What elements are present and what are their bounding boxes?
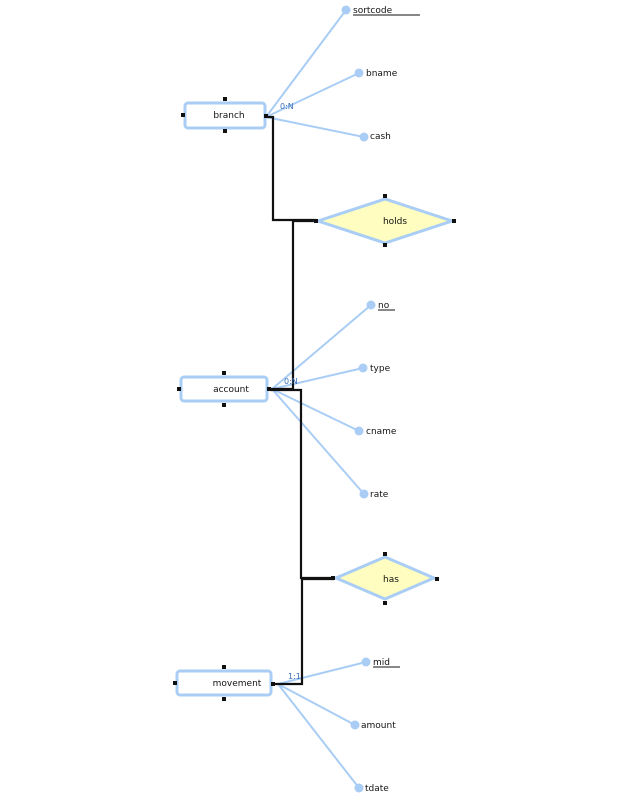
account-handle-right[interactable] [267,387,271,391]
entity-branch[interactable]: branch [181,97,268,133]
account-attr-dot-type[interactable] [358,363,368,373]
account-attr-dot-cname[interactable] [354,426,364,436]
account-attr-line-type [271,367,364,390]
account-attr-line-no [271,304,372,390]
relationship-has-diamond[interactable] [332,555,438,601]
relationship-holds[interactable]: holds [313,194,457,247]
relationship-links [266,115,334,686]
holds-handle-bottom[interactable] [383,243,387,247]
relationship-has[interactable]: has [331,552,439,605]
entity-branch-label: branch [213,111,244,121]
branch-cardinality: 0:N [280,102,294,111]
account-attr-no: no [378,301,390,311]
movement-attr-dot-tdate[interactable] [354,783,364,793]
movement-handle-top[interactable] [222,665,226,669]
branch-handle-bottom[interactable] [223,129,227,133]
relationship-holds-label: holds [383,217,407,227]
link-account-has[interactable] [270,388,333,580]
account-handle-top[interactable] [222,371,226,375]
has-handle-top[interactable] [383,552,387,556]
branch-attr-cash: cash [370,132,391,142]
account-cardinality: 0:N [284,377,298,386]
link-movement-has[interactable] [274,577,334,686]
movement-handle-left[interactable] [173,681,177,685]
movement-attr-tdate: tdate [365,784,389,794]
movement-attr-mid: mid [373,658,390,668]
movement-attr-line-amount [277,683,356,726]
account-handle-left[interactable] [177,387,181,391]
movement-attr-line-mid [277,661,367,685]
branch-handle-top[interactable] [223,97,227,101]
relationship-has-label: has [383,575,399,585]
link-branch-holds[interactable] [266,115,316,222]
holds-handle-top[interactable] [383,194,387,198]
movement-handle-right[interactable] [271,682,275,686]
branch-attr-line-sortcode [265,9,347,118]
branch-attr-sortcode: sortcode [353,6,393,16]
movement-cardinality: 1:1 [288,672,301,681]
branch-attributes: sortcode bname cash [265,5,420,142]
movement-handle-bottom[interactable] [222,697,226,701]
link-account-holds[interactable] [268,219,317,391]
movement-attr-dot-mid[interactable] [361,657,371,667]
branch-attr-line-bname [265,72,360,118]
branch-handle-right[interactable] [264,114,268,118]
entity-account-label: account [213,385,249,395]
movement-attr-line-tdate [277,683,360,789]
account-attributes: no type cname rate [271,300,397,500]
movement-attr-dot-amount[interactable] [350,720,360,730]
account-attr-line-cname [271,388,360,432]
entity-movement[interactable]: movement [173,665,275,701]
movement-attributes: mid amount tdate [277,657,400,794]
branch-attr-line-cash [265,116,365,138]
holds-handle-right[interactable] [452,219,456,223]
account-handle-bottom[interactable] [222,403,226,407]
has-handle-left[interactable] [331,576,335,580]
entity-account[interactable]: account [177,371,271,407]
account-attr-line-rate [271,388,365,495]
entity-movement-label: movement [213,679,262,689]
branch-attr-dot-sortcode[interactable] [341,5,351,15]
branch-handle-left[interactable] [181,113,185,117]
account-attr-dot-rate[interactable] [359,489,369,499]
holds-handle-left[interactable] [314,219,318,223]
branch-attr-bname: bname [366,69,398,79]
branch-attr-dot-bname[interactable] [354,68,364,78]
movement-attr-amount: amount [361,721,396,731]
account-attr-rate: rate [370,490,389,500]
account-attr-cname: cname [366,427,397,437]
account-attr-type: type [370,364,391,374]
account-attr-dot-no[interactable] [366,300,376,310]
has-handle-bottom[interactable] [383,601,387,605]
branch-attr-dot-cash[interactable] [359,132,369,142]
has-handle-right[interactable] [435,577,439,581]
